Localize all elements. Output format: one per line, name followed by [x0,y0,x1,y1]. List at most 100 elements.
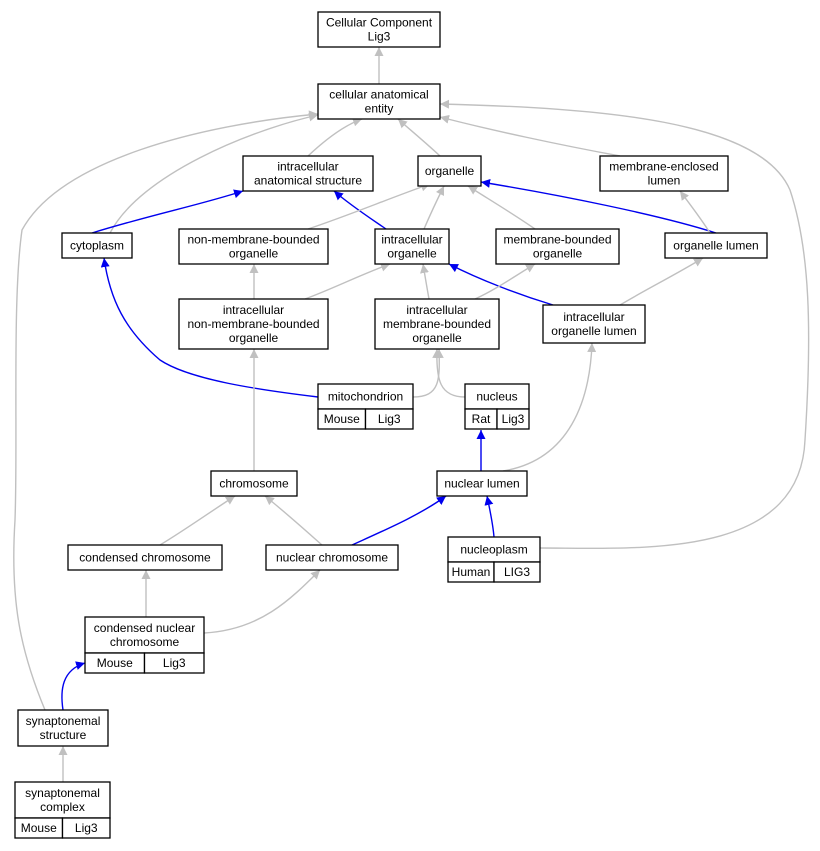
species-label: Mouse [324,412,360,426]
node-label: Cellular Component [326,16,433,30]
node-box [242,155,374,192]
node-box [67,544,223,571]
node-label: non-membrane-bounded [187,317,319,331]
node-box [542,304,646,344]
node-box [265,544,399,571]
edge-inmbo-io [304,262,391,300]
node-box [417,155,482,187]
node-label: Lig3 [368,30,391,44]
node-nlum[interactable]: nuclear lumen [436,470,528,497]
edge-io-ias [333,190,387,230]
node-box [61,232,133,259]
node-label: intracellular [406,303,467,317]
node-label: organelle lumen [673,239,758,253]
gene-label: Lig3 [378,412,401,426]
node-label: anatomical structure [254,174,362,188]
node-box [317,383,414,410]
gene-cell: Lig3 [496,408,530,430]
node-cchrom[interactable]: condensed chromosome [67,544,223,571]
node-box [317,83,441,120]
node-label: organelle [533,247,583,261]
gene-cell: Lig3 [61,817,111,839]
gene-cell: LIG3 [493,561,541,583]
species-cell: Mouse [84,652,146,674]
node-label: condensed nuclear [94,621,195,635]
node-label: chromosome [219,477,289,491]
node-label: mitochondrion [328,390,403,404]
node-box [464,383,530,410]
node-label: organelle lumen [551,324,636,338]
species-label: Mouse [21,821,57,835]
node-box [374,228,450,265]
edge-nplasm-cae [439,99,810,550]
node-box [17,709,109,747]
node-label: intracellular [223,303,284,317]
node-chrom[interactable]: chromosome [210,470,298,497]
edge-io-org [423,185,445,230]
edge-nmbo-org [307,182,431,230]
edge-iol-olum [619,257,704,306]
species-cell: Human [447,561,495,583]
node-label: nucleus [476,390,517,404]
node-label: organelle [229,247,279,261]
node-box [374,298,500,350]
edge-cyto-ias [91,189,244,234]
node-box [664,232,768,259]
node-label: membrane-enclosed [609,160,718,174]
edge-nlum-iol [502,342,597,472]
node-box [317,11,441,48]
node-label: chromosome [110,635,180,649]
node-inmbo[interactable]: intracellularnon-membrane-boundedorganel… [178,298,329,350]
gene-label: LIG3 [504,565,530,579]
species-label: Rat [472,412,491,426]
node-label: nuclear lumen [444,477,519,491]
edge-mbo-org [467,185,536,230]
edge-cyto-cae [109,112,319,234]
edge-cnc-nchrom [203,569,321,634]
node-box [84,616,205,654]
node-cyto[interactable]: cytoplasm [61,232,133,259]
node-label: structure [40,728,87,742]
edge-imbo-mbo [474,263,536,300]
node-label: cellular anatomical [329,88,428,102]
node-box [14,781,111,819]
node-olum[interactable]: organelle lumen [664,232,768,259]
node-nchrom[interactable]: nuclear chromosome [265,544,399,571]
gene-label: Lig3 [502,412,525,426]
gene-cell: Lig3 [143,652,205,674]
node-label: organelle [412,331,462,345]
species-label: Human [452,565,491,579]
edge-ias-cae [307,117,363,157]
gene-label: Lig3 [75,821,98,835]
node-label: intracellular [277,160,338,174]
node-label: organelle [387,247,437,261]
gene-cell: Lig3 [364,408,414,430]
edge-mito-cyto [100,257,319,398]
node-label: organelle [229,331,279,345]
gene-label: Lig3 [163,656,186,670]
edge-mel-cae [439,114,621,157]
edge-nchrom-chrom [264,495,323,546]
node-org[interactable]: organelle [417,155,482,187]
edge-mito-imbo [412,348,444,398]
edge-synst-cae [13,110,319,711]
node-label: organelle [425,164,475,178]
node-label: membrane-bounded [383,317,491,331]
node-label: non-membrane-bounded [187,233,319,247]
